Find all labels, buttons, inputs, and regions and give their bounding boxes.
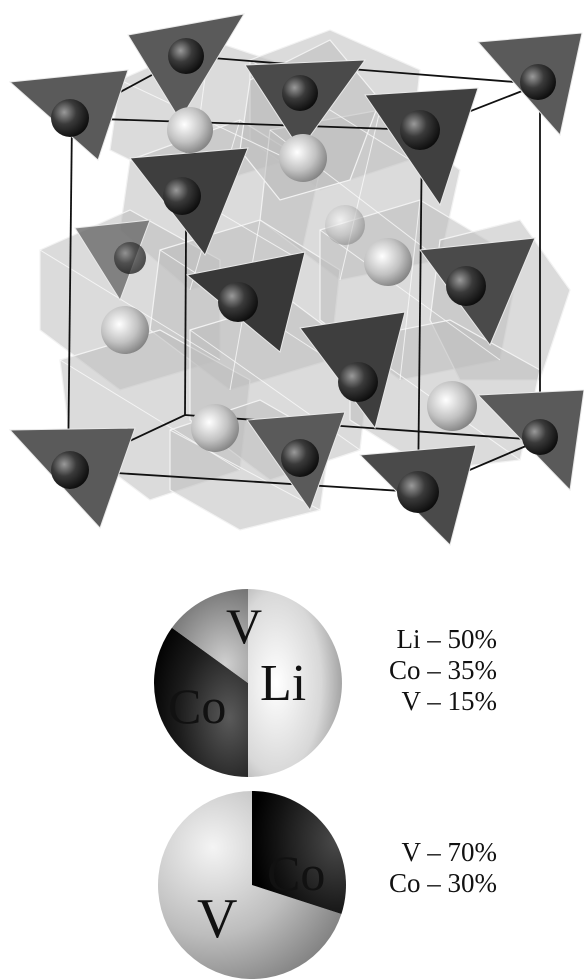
v-label: V [226,598,262,654]
li-label: Li [260,655,306,712]
v-percentage: V – 70% [401,837,497,867]
legend-sphere-li-co-v: V Li Co [154,589,342,777]
legend-percentages-2: V – 70% Co – 30% [352,837,497,899]
octahedral-atoms [101,107,477,452]
v-sector [171,589,248,683]
crystal-structure-illustration [8,13,584,546]
legend-sphere-v-co: Co V [158,791,346,979]
co-percentage: Co – 30% [389,868,497,898]
li-percentage: Li – 50% [396,624,498,654]
co-sector [252,791,346,915]
v-sector [158,791,342,979]
co-sector [154,627,248,777]
v-label: V [197,888,237,950]
v-percentage: V – 15% [401,686,497,716]
co-label: Co [168,678,226,734]
co-label: Co [267,845,325,901]
tetrahedral-atoms [51,38,558,513]
li-sector [248,589,342,777]
legend-percentages-1: Li – 50% Co – 35% V – 15% [352,624,497,717]
co-percentage: Co – 35% [389,655,497,685]
